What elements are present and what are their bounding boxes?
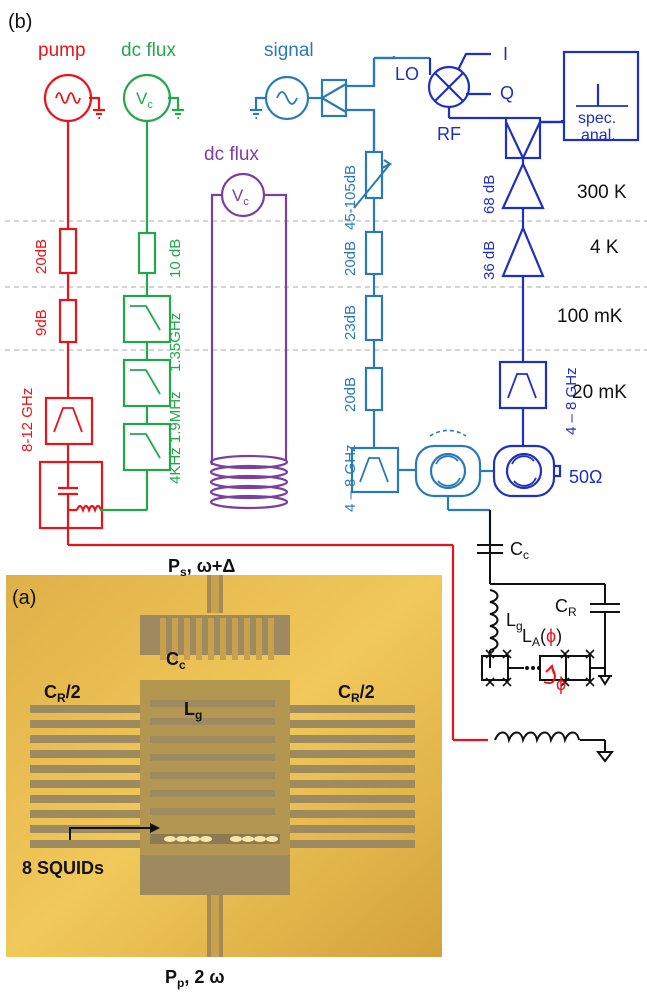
pump-att2-label: 9dB [33, 309, 50, 336]
mixer [427, 52, 502, 120]
flux-filter-3 [122, 422, 172, 472]
flux-vc-1: Vc [136, 89, 153, 111]
lg-inductor [489, 589, 499, 651]
termination-label: 50Ω [569, 467, 602, 487]
temp-20mk: 20 mK [572, 382, 627, 403]
photo-cc-label: Cc [166, 649, 186, 672]
circulator-1 [414, 429, 494, 553]
mixer-q-label: Q [500, 83, 514, 103]
photo-cr-right-label: CR/2 [338, 682, 375, 705]
signal-att1-label: 45-105dB [342, 165, 359, 230]
flux-line-inductor [494, 731, 580, 744]
flux-vc-2: Vc [232, 186, 249, 208]
pump-attenuator-9db [58, 298, 78, 344]
mixer-lo-label: LO [395, 64, 419, 84]
spectrum-analyzer [562, 50, 640, 142]
mixer-i-label: I [503, 44, 508, 64]
circuit-cr-label: CR [555, 596, 577, 619]
squid-3 [565, 655, 591, 681]
photo-cr-left-label: CR/2 [44, 682, 81, 705]
photo-ps-label: Ps, ω+Δ [168, 556, 235, 579]
photo-lg-label: Lg [184, 699, 202, 722]
flux-f2-label: 4KHz 1.9MHz [167, 391, 184, 484]
panel-label-b: (b) [8, 11, 32, 33]
amplifier-36db [501, 225, 545, 278]
pump-attenuator-20db [58, 227, 78, 275]
pump-att1-label: 20dB [33, 239, 50, 274]
pump-line: pump [38, 40, 488, 742]
flux-f1-label: 1.35GHz [167, 313, 184, 372]
analyzer-line1: spec. [578, 110, 616, 127]
signal-line: signal [250, 40, 430, 494]
signal-att4-label: 20dB [342, 377, 359, 412]
mixer-rf-label: RF [437, 124, 461, 144]
signal-label: signal [264, 40, 314, 61]
pump-filter [44, 396, 94, 446]
flux-line: dc flux [100, 40, 184, 512]
coil [209, 454, 289, 510]
circuit-la-label: LA(ϕ) [522, 626, 562, 649]
circulator-2 [492, 444, 556, 498]
dc-flux-label-1: dc flux [121, 40, 176, 61]
temp-4k: 4 K [590, 237, 619, 258]
temp-100mk: 100 mK [557, 306, 623, 327]
amp2-label: 36 dB [481, 241, 498, 280]
flux-filter-2 [122, 358, 172, 408]
signal-attenuator-23db [364, 294, 384, 342]
amp1-label: 68 dB [481, 175, 498, 214]
amplifier-68db [501, 161, 545, 210]
photo-squids-label: 8 SQUIDs [22, 858, 104, 878]
signal-filter-label: 4 – 8 GHz [342, 444, 359, 512]
equivalent-circuit [477, 510, 620, 763]
bias-tee [38, 460, 104, 530]
signal-attenuator-20db-2 [364, 366, 384, 412]
signal-att2-label: 20dB [342, 241, 359, 276]
signal-attenuator-20db [364, 230, 384, 276]
output-splitter [504, 116, 542, 160]
pump-label: pump [38, 40, 86, 61]
dc-flux-label-2: dc flux [204, 144, 259, 165]
signal-att3-label: 23dB [342, 305, 359, 340]
circuit-lg-label: Lg [506, 610, 523, 633]
panel-label-a: (a) [12, 587, 36, 609]
flux-att-label: 10 dB [167, 239, 184, 278]
circuit-phi-label: ϕ [556, 674, 566, 694]
pump-filter-label: 8-12 GHz [19, 388, 36, 452]
flux-filter-1 [122, 294, 172, 344]
photo-pp-label: Pp, 2 ω [165, 967, 225, 990]
chip-photo [6, 575, 442, 957]
output-filter [498, 360, 548, 410]
temperature-dividers [5, 220, 647, 351]
flux-coil-line: dc flux [204, 144, 289, 510]
flux-attenuator [137, 231, 157, 275]
circuit-cc-label: Cc [510, 539, 529, 562]
output-line [492, 116, 564, 498]
output-filter-label: 4 – 8 GHz [563, 367, 580, 435]
squid-1 [481, 655, 509, 681]
analyzer-line2: anal. [581, 127, 616, 144]
temp-300k: 300 K [577, 182, 627, 203]
